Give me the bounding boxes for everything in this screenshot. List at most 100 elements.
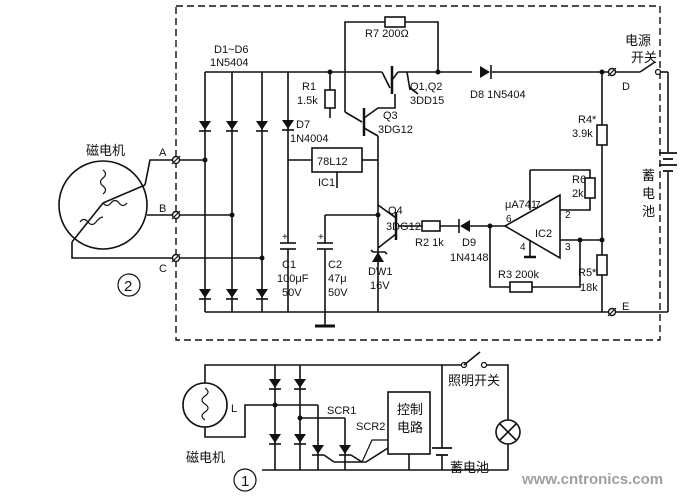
label-lamp-switch: 照明开关	[448, 373, 500, 388]
label-ic2: IC2	[535, 228, 552, 240]
resistor-r6	[530, 169, 596, 211]
label-magneto-fig1: 磁电机	[186, 450, 225, 465]
label-d7: D7	[296, 119, 310, 131]
label-opamp: μA741	[505, 199, 537, 211]
resistor-r3	[487, 223, 583, 293]
label-lamp-switch-text: 照明开关	[448, 373, 500, 388]
zener-dw1	[370, 160, 388, 312]
label-r1-val: 1.5k	[297, 95, 318, 107]
figure-1-marker: 1	[233, 468, 257, 492]
resistor-r7	[344, 16, 439, 72]
label-battery-2: 电	[642, 186, 655, 201]
magneto-fig1	[182, 382, 228, 428]
resistor-r2	[410, 220, 441, 232]
resistor-r1	[324, 69, 336, 118]
label-control-1: 控制	[397, 402, 423, 417]
label-coil-l: L	[231, 403, 237, 415]
label-d7-type: 1N4004	[290, 133, 329, 145]
lamp-switch	[442, 351, 509, 420]
label-r1: R1	[302, 81, 316, 93]
label-c2-val: 47μ	[328, 273, 347, 285]
label-pin2: 2	[565, 210, 571, 221]
label-r4-val: 3.9k	[572, 128, 593, 140]
label-power-switch: 电源 开关	[625, 33, 657, 65]
regulator-ic1	[311, 147, 378, 188]
label-q12-type: 3DD15	[410, 95, 444, 107]
label-battery-3: 池	[642, 204, 655, 219]
label-c1-val: 100μF	[277, 273, 309, 285]
label-power-switch-1: 电源	[625, 33, 651, 48]
label-battery: 蓄 电 池	[642, 168, 655, 219]
terminal-b	[171, 210, 181, 220]
resistor-r4	[596, 72, 608, 255]
terminal-d	[607, 67, 617, 77]
label-r6-val: 2k	[572, 188, 584, 200]
watermark: www.cntronics.com	[521, 471, 663, 488]
scr1	[312, 405, 335, 470]
label-r5: R5*	[578, 267, 597, 279]
label-term-d: D	[622, 81, 630, 93]
label-pin6: 6	[506, 214, 512, 225]
transistor-q4	[377, 204, 410, 249]
label-q4: Q4	[388, 205, 403, 217]
control-circuit	[334, 391, 431, 470]
label-ic1-chip: 78L12	[317, 156, 348, 168]
label-battery-1: 蓄	[642, 168, 655, 183]
label-magneto: 磁电机	[86, 143, 125, 158]
label-dw1-val: 16V	[370, 280, 390, 292]
label-c2: C2	[328, 259, 342, 271]
label-fig1: 1	[241, 473, 249, 490]
label-q12: Q1,Q2	[410, 81, 442, 93]
label-r4: R4*	[578, 114, 597, 126]
power-switch	[615, 61, 668, 76]
controller-enclosure	[175, 5, 661, 341]
terminal-e	[607, 307, 617, 317]
label-r2: R2 1k	[415, 237, 444, 249]
lamp	[495, 419, 521, 470]
label-control-2: 电路	[397, 420, 423, 435]
opamp-ic2	[503, 170, 602, 260]
label-pin7: 7	[535, 200, 541, 211]
svg-text:+: +	[318, 232, 324, 243]
label-r6: R6	[572, 174, 586, 186]
label-scr1: SCR1	[327, 405, 356, 417]
label-ic1: IC1	[318, 177, 335, 189]
label-d8: D8 1N5404	[470, 89, 526, 101]
bridge-rectifier	[198, 71, 269, 313]
label-r3: R3 200k	[498, 269, 539, 281]
label-pin3: 3	[565, 242, 571, 253]
battery-main	[616, 72, 677, 313]
label-c2-volt: 50V	[328, 287, 348, 299]
magneto-generator	[58, 160, 148, 250]
diode-d8	[480, 65, 608, 79]
label-r7: R7 200Ω	[365, 28, 409, 40]
transistor-q3	[344, 72, 396, 160]
bridge-rectifier-fig1	[262, 365, 440, 471]
diode-d7	[281, 72, 312, 243]
figure-2-marker: 2	[117, 273, 141, 297]
terminal-c	[171, 253, 181, 263]
diode-d9	[440, 219, 505, 233]
label-term-a: A	[159, 147, 167, 159]
label-c1: C1	[282, 259, 296, 271]
label-battery-fig1: 蓄电池	[450, 460, 489, 475]
label-term-c: C	[159, 263, 167, 275]
label-r5-val: 18k	[580, 282, 598, 294]
label-power-switch-2: 开关	[631, 50, 657, 65]
terminal-a	[171, 155, 181, 165]
label-diodes: D1~D6	[214, 44, 249, 56]
battery-fig1	[432, 447, 508, 471]
label-d9-type: 1N4148	[450, 252, 489, 264]
label-term-b: B	[159, 203, 166, 215]
label-q3-type: 3DG12	[378, 124, 413, 136]
svg-text:+: +	[282, 232, 288, 243]
transistor-q1-q2	[345, 66, 472, 95]
capacitor-c2: +	[317, 214, 378, 312]
label-term-e: E	[622, 301, 629, 313]
label-fig2: 2	[124, 278, 132, 295]
label-d9: D9	[462, 237, 476, 249]
label-q4-type: 3DG12	[386, 221, 421, 233]
label-diodes-type: 1N5404	[210, 57, 249, 69]
